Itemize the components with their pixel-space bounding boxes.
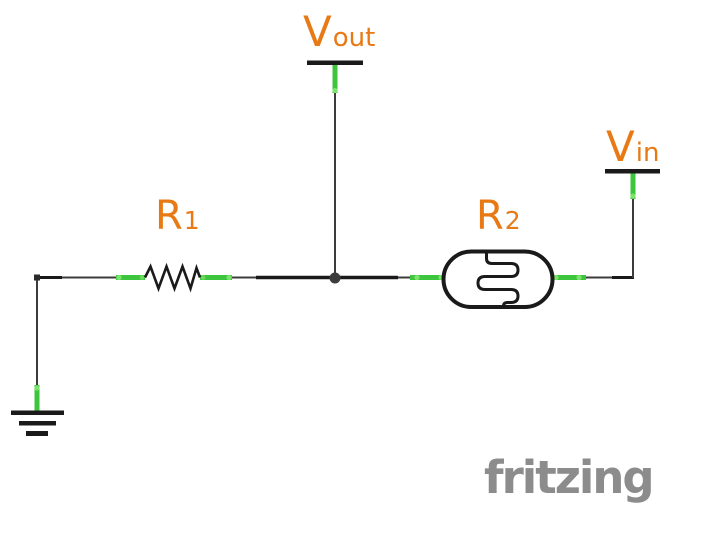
fritzing-watermark-logo: fritzing [484, 451, 655, 504]
pin-endpoint-dot [116, 274, 122, 281]
pin-endpoint-dot [553, 274, 559, 281]
junction-dot[interactable] [329, 272, 341, 284]
pin-endpoint-dot [139, 275, 145, 280]
pin-r2-right[interactable] [553, 274, 586, 281]
pin-endpoint-dot [332, 87, 338, 94]
net-label-vin-main: V [606, 122, 635, 171]
net-label-vout[interactable]: V out [303, 11, 375, 53]
vout-terminal-bar[interactable] [307, 60, 363, 66]
part-label-r2[interactable]: R 2 [476, 196, 521, 236]
ldr-serpentine [476, 251, 520, 308]
vin-terminal-bar[interactable] [605, 169, 660, 174]
net-label-vout-sub: out [332, 23, 376, 53]
pin-endpoint-dot [414, 274, 420, 281]
ground-symbol[interactable] [11, 410, 64, 437]
pin-endpoint-dot [226, 274, 232, 281]
part-label-r2-sub: 2 [504, 206, 521, 235]
photoresistor-r2-symbol[interactable] [441, 249, 555, 309]
part-label-r1[interactable]: R 1 [155, 196, 200, 236]
pin-r1-right[interactable] [200, 274, 232, 281]
pin-r1-left[interactable] [116, 274, 145, 281]
net-label-vin[interactable]: V in [606, 126, 659, 168]
pin-endpoint-dot [34, 385, 40, 391]
pin-endpoint-dot [630, 193, 636, 199]
part-label-r1-sub: 1 [183, 206, 200, 235]
pin-ground[interactable] [34, 385, 40, 412]
pin-vout[interactable] [332, 65, 338, 94]
pin-endpoint-dot [200, 275, 206, 280]
pin-vin[interactable] [630, 173, 636, 199]
resistor-r1-symbol[interactable] [143, 262, 202, 293]
pin-r2-left[interactable] [410, 274, 444, 281]
net-label-vout-main: V [303, 7, 332, 56]
part-label-r1-main: R [155, 193, 183, 239]
net-label-vin-sub: in [635, 138, 660, 168]
part-label-r2-main: R [476, 193, 504, 239]
pin-endpoint-dot [576, 274, 582, 281]
corner-connection-dot [34, 274, 40, 281]
